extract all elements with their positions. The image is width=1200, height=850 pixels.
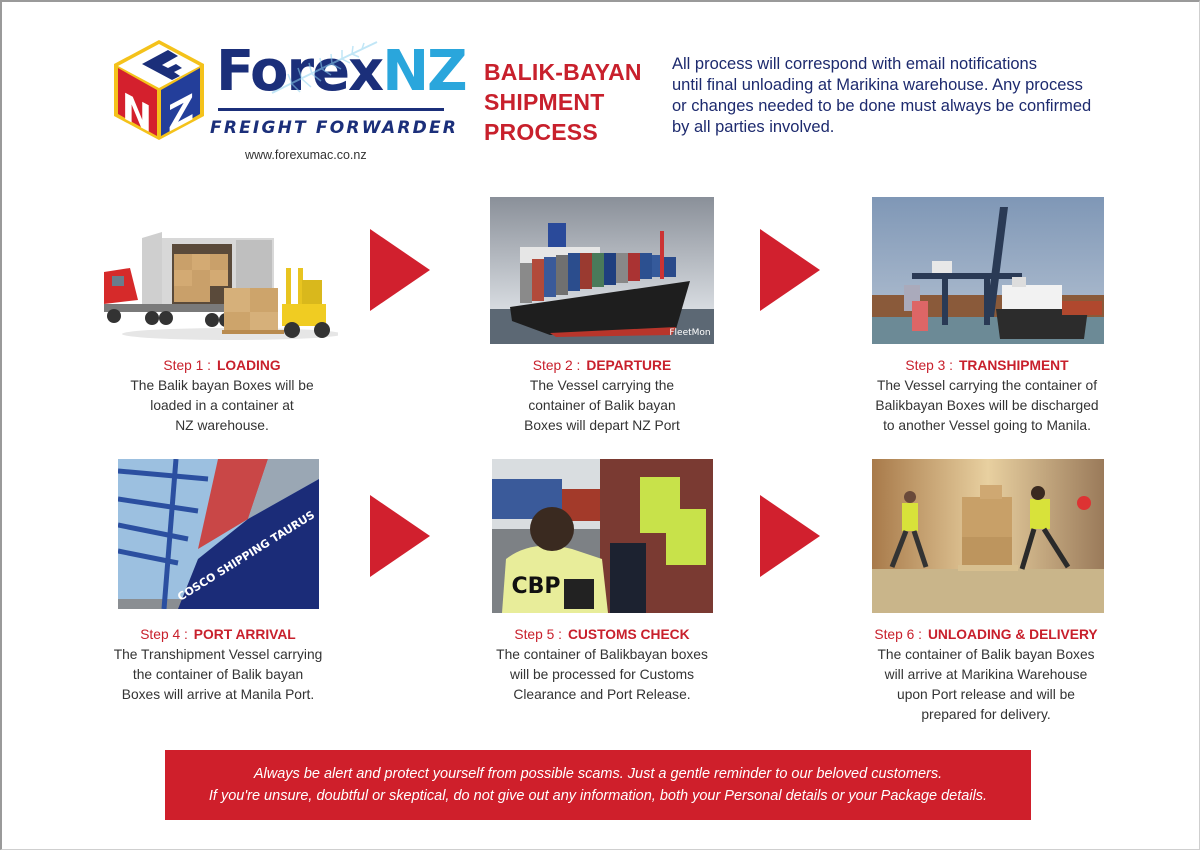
step-number: Step 2 : <box>532 358 581 373</box>
fnz-cube-logo-icon: N Z <box>114 40 204 142</box>
brand-nz: NZ <box>382 39 467 104</box>
intro-paragraph: All process will correspond with email n… <box>672 55 1092 136</box>
step-6-caption: Step 6 :UNLOADING & DELIVERY The contain… <box>874 627 1098 722</box>
next-step-arrow-icon <box>370 229 430 311</box>
step-name: UNLOADING & DELIVERY <box>927 627 1098 642</box>
next-step-arrow-icon <box>760 229 820 311</box>
step-1-image-truck-loading <box>104 232 338 340</box>
step-name: CUSTOMS CHECK <box>567 627 690 642</box>
page-title: BALIK-BAYAN SHIPMENT PROCESS <box>484 59 642 145</box>
scam-warning-banner: Always be alert and protect yourself fro… <box>165 750 1031 820</box>
next-step-arrow-icon <box>760 495 820 577</box>
step-1-caption: Step 1 :LOADING The Balik bayan Boxes wi… <box>130 358 314 433</box>
step-number: Step 5 : <box>514 627 562 642</box>
step-4-caption: Step 4 :PORT ARRIVAL The Transhipment Ve… <box>113 627 323 702</box>
step-4-image-ship-hull: COSCO SHIPPING TAURUS <box>118 459 319 609</box>
forexnz-logo: N Z ForexNZ FREIGHT FORWARDER www.forexu… <box>112 38 468 168</box>
step-name: DEPARTURE <box>586 358 672 373</box>
step-number: Step 3 : <box>905 358 953 373</box>
website-url[interactable]: www.forexumac.co.nz <box>245 148 367 162</box>
fern-leaf-icon <box>271 41 378 94</box>
step-number: Step 6 : <box>874 627 922 642</box>
step-6-image-warehouse-delivery <box>872 459 1104 613</box>
step-name: PORT ARRIVAL <box>193 627 296 642</box>
svg-text:CBP: CBP <box>511 574 560 599</box>
logo-divider <box>218 108 444 111</box>
step-5-caption: Step 5 :CUSTOMS CHECK The container of B… <box>496 627 708 702</box>
step-5-image-customs-check: CBP <box>492 459 713 613</box>
step-name: LOADING <box>216 358 281 373</box>
step-name: TRANSHIPMENT <box>958 358 1069 373</box>
next-step-arrow-icon <box>370 495 430 577</box>
step-2-image-container-ship: FleetMon <box>490 197 714 344</box>
logo-tagline: FREIGHT FORWARDER <box>210 118 459 138</box>
step-2-caption: Step 2 :DEPARTURE The Vessel carrying th… <box>524 358 680 433</box>
step-number: Step 1 : <box>163 358 211 373</box>
svg-text:FleetMon: FleetMon <box>669 328 710 338</box>
step-3-image-port-crane <box>872 197 1104 344</box>
step-number: Step 4 : <box>140 627 188 642</box>
step-3-caption: Step 3 :TRANSHIPMENT The Vessel carrying… <box>875 358 1099 433</box>
